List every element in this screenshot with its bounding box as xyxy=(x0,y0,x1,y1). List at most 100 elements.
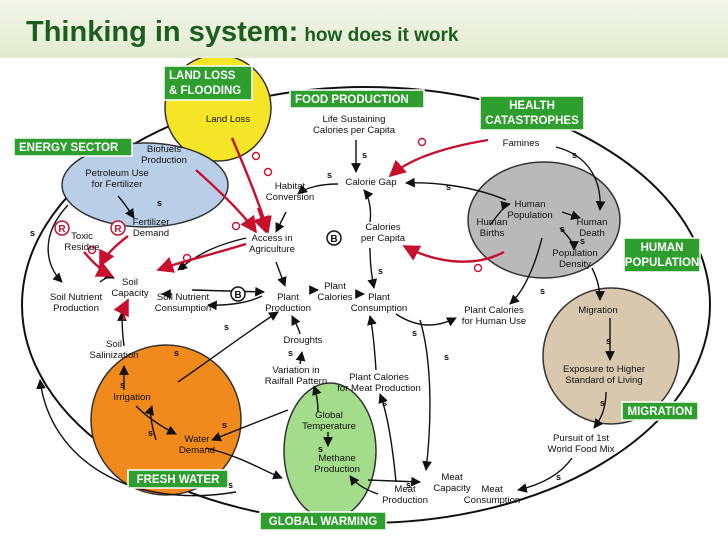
causal-loop-diagram: R R B B s s s s s s s s s s xyxy=(13,58,711,531)
sector-tag-migration: MIGRATION xyxy=(621,401,699,421)
loop-marker-r2: R xyxy=(114,224,122,235)
red-o-mark xyxy=(417,137,427,147)
polarity-s: s xyxy=(180,262,185,272)
node-droughts: Droughts xyxy=(284,335,323,346)
energy-sector-ellipse xyxy=(61,142,229,228)
polarity-s: s xyxy=(228,480,233,490)
global-warming-ellipse xyxy=(283,382,377,520)
slide-title: Thinking in system:how does it work xyxy=(26,16,458,49)
red-link-biofuels-to-access xyxy=(195,169,257,234)
red-o-mark xyxy=(263,167,273,177)
svg-text:LAND LOSS& FLOODING: LAND LOSS& FLOODING xyxy=(169,70,241,97)
sector-tag-global-warming: GLOBAL WARMING xyxy=(259,511,387,531)
link-meat-production-to-methane xyxy=(349,475,379,495)
link-meat-plants-to-plant-production xyxy=(367,315,377,371)
polarity-s: s xyxy=(362,150,367,160)
polarity-labels: s s s s s s s s s s s s s s s s s s s s … xyxy=(30,150,611,490)
sector-tag-land-loss: LAND LOSS& FLOODING xyxy=(163,65,253,101)
polarity-s: s xyxy=(556,472,561,482)
red-o-mark xyxy=(473,263,483,273)
polarity-s: s xyxy=(174,348,179,358)
node-famines: Famines xyxy=(503,138,540,149)
red-link-access-to-fertilizer xyxy=(156,242,247,273)
link-calories-to-plant-consumption xyxy=(367,247,378,289)
loop-marker-b2: B xyxy=(234,290,241,301)
link-soil-capacity-to-plant-production xyxy=(191,286,265,297)
link-population-to-gap xyxy=(405,177,507,201)
sector-tag-food-production: FOOD PRODUCTION xyxy=(289,89,425,109)
svg-text:FOOD PRODUCTION: FOOD PRODUCTION xyxy=(295,94,409,106)
polarity-s: s xyxy=(444,352,449,362)
link-births-to-population xyxy=(489,200,511,226)
link-irrigation-to-water-demand xyxy=(135,405,177,435)
link-habitat-to-access xyxy=(275,211,287,233)
red-o-mark xyxy=(231,221,241,231)
sector-tags: LAND LOSS& FLOODING FOOD PRODUCTION HEALTH… xyxy=(13,65,701,531)
link-population-to-plant-human xyxy=(509,237,543,305)
polarity-s: s xyxy=(412,328,417,338)
red-link-population-to-calories xyxy=(402,244,505,263)
link-plant-production-to-meat-production xyxy=(419,319,432,471)
link-droughts-to-plant-production xyxy=(291,315,301,335)
link-exposure-to-pursuit xyxy=(593,391,607,429)
link-water-to-temperature xyxy=(205,447,283,480)
loop-marker-r1: R xyxy=(58,224,66,235)
polarity-s: s xyxy=(288,348,293,358)
polarity-s: s xyxy=(378,266,383,276)
polarity-s: s xyxy=(327,170,332,180)
polarity-s: s xyxy=(120,380,125,390)
polarity-s: s xyxy=(580,236,585,246)
link-loop-big xyxy=(36,379,237,497)
node-calorie-gap: Calorie Gap xyxy=(345,177,396,188)
link-petroleum-to-fertilizer xyxy=(117,195,135,219)
red-o-mark xyxy=(87,245,97,255)
link-variation-to-droughts xyxy=(295,351,306,365)
polarity-s: s xyxy=(406,480,411,490)
polarity-s: s xyxy=(148,428,153,438)
svg-text:FRESH WATER: FRESH WATER xyxy=(137,474,221,486)
link-famines-to-death xyxy=(555,146,606,211)
loop-marker-b1: B xyxy=(330,234,337,245)
link-density-to-migration xyxy=(591,267,605,301)
link-gap-to-habitat xyxy=(297,183,339,195)
link-population-to-death xyxy=(561,210,581,220)
fresh-water-circle xyxy=(90,344,242,496)
link-soil-nutrient-production-to-capacity xyxy=(99,269,115,283)
polarity-s: s xyxy=(560,224,565,234)
link-meat-production-to-meat-plants xyxy=(378,393,397,483)
red-o-mark xyxy=(251,151,261,161)
causal-links xyxy=(36,140,615,497)
red-link-toxic-to-soil xyxy=(83,251,114,278)
red-link-famines-to-gap xyxy=(388,138,489,178)
human-population-ellipse xyxy=(467,161,621,279)
node-land-loss: Land Loss xyxy=(206,114,250,125)
polarity-s: s xyxy=(222,420,227,430)
